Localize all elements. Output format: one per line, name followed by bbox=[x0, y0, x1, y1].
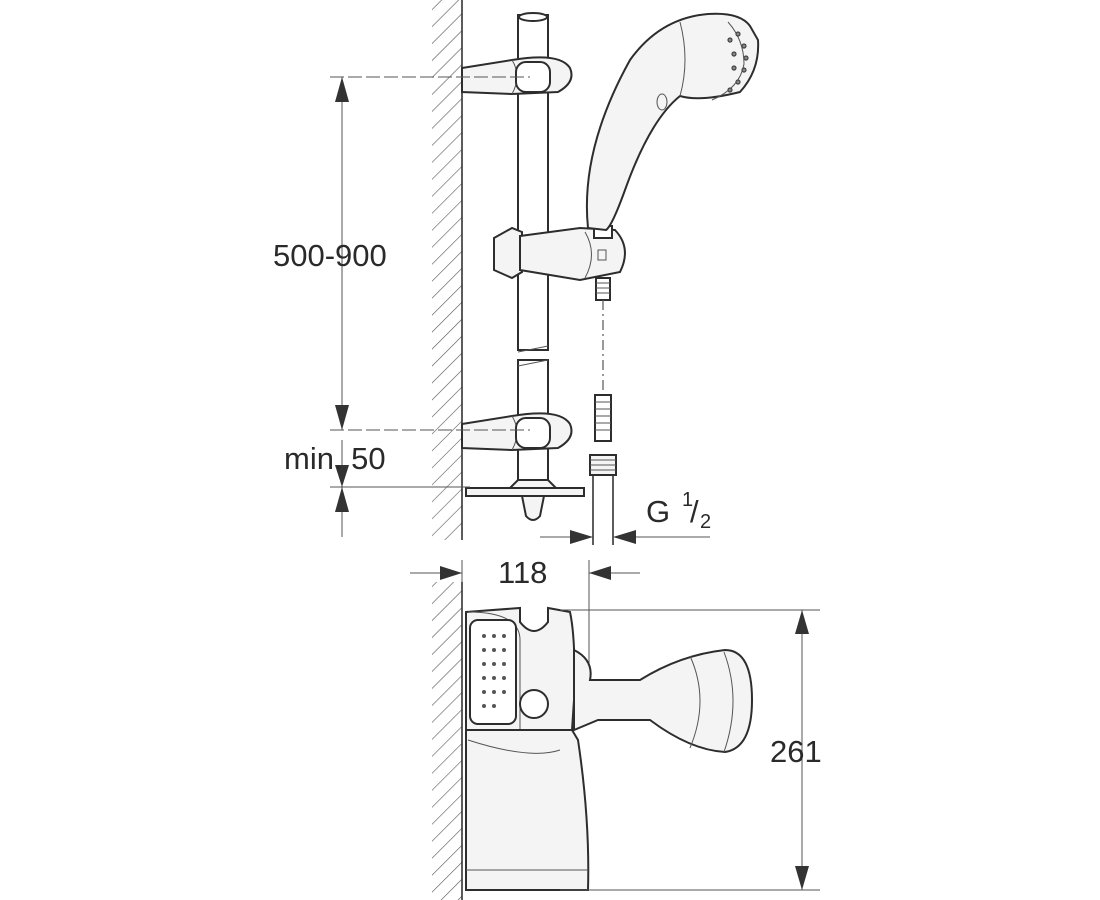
dimension-min-clearance bbox=[330, 440, 470, 537]
thread-label: G bbox=[646, 494, 670, 529]
shower-slider bbox=[493, 225, 626, 282]
wall-lower bbox=[432, 582, 462, 900]
soap-dish-side bbox=[465, 729, 590, 891]
min-clearance-label: min. 50 bbox=[284, 441, 386, 476]
wall-upper bbox=[432, 0, 462, 540]
projection-label: 118 bbox=[498, 555, 547, 590]
wall-bracket-upper bbox=[461, 56, 573, 96]
height-label: 261 bbox=[770, 734, 822, 769]
side-view: 118 bbox=[410, 555, 822, 900]
hand-shower bbox=[585, 12, 760, 232]
thread-numerator: 1 bbox=[682, 489, 693, 511]
thread-slash: / bbox=[690, 494, 699, 529]
hose-connector-upper bbox=[595, 277, 611, 301]
hose-lower bbox=[589, 394, 617, 545]
rail-end-cap bbox=[465, 479, 585, 521]
front-view: 500-900 min. 50 G 1 / 2 bbox=[273, 0, 760, 545]
dimension-height bbox=[560, 609, 820, 891]
shower-body-side bbox=[465, 606, 754, 754]
dimension-rail-spacing bbox=[330, 76, 530, 431]
thread-denominator: 2 bbox=[700, 511, 711, 533]
dimension-thread bbox=[540, 530, 710, 544]
wall-bracket-lower bbox=[461, 412, 573, 452]
rail-spacing-label: 500-900 bbox=[273, 238, 387, 273]
